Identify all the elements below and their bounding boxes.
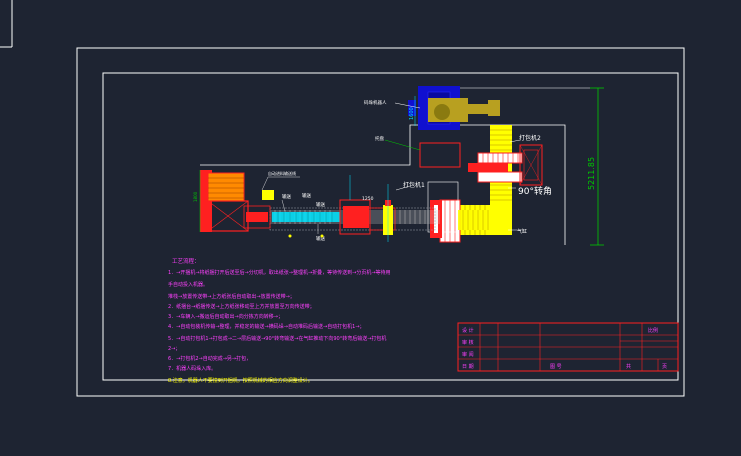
robot-label-group: 码垛机器人 1600	[364, 96, 421, 126]
sub-label-4: 输送	[316, 235, 325, 242]
unwinding-machine: 1800	[193, 170, 274, 232]
notes-line-1: 1．→开捆机→将纸捆打开后送至后→分切机，取出纸张→整理机→折叠，等待传送到→分…	[168, 269, 391, 276]
outer-sheet-border	[76, 47, 685, 397]
wrapper-1: 打包机1	[395, 181, 459, 238]
robot-label: 码垛机器人	[364, 99, 387, 106]
tb-drawing-no-label: 图 号	[550, 364, 562, 370]
notes-line-7: 5．→自动打包机1→打包成→二→层后输送→90°转弯输送→在气缸推动下向90°转…	[168, 335, 386, 342]
tb-row3-label: 审 阅	[462, 351, 474, 358]
notes-line-4: 2．纸捆台→纸捆传送→上方纸张移动至上方并放置至万向传送带；	[168, 303, 315, 310]
viewport-corner-marker	[0, 0, 13, 48]
pallet-area: 托盘	[375, 135, 461, 168]
conveyor-label: 自动进料输送线	[268, 170, 296, 176]
gas-cylinder-label: 气缸	[517, 228, 527, 235]
dimension-vertical-big: 5211.85	[587, 87, 604, 246]
notes-line-6: 4．→自动包装机传输→整理，并稳定的输送→横码垛→自动堆码后输送→自动打包机1→…	[168, 323, 365, 330]
inner-drawing-frame	[102, 72, 679, 381]
packer-2: 打包机2 90°转角	[468, 125, 552, 205]
notes-line-9: 6．→打包机2→自动完成→另→打包，	[168, 355, 251, 362]
notes-line-10: 7．机器人码垛入库。	[168, 365, 216, 372]
title-block: 设 计 审 核 审 阅 日 期 比例 图 号 共 页	[457, 322, 679, 372]
notes-line-2: 手自动投入机器。	[168, 281, 208, 288]
pallet-label: 托盘	[375, 135, 384, 142]
sub-label-2: 输送	[302, 192, 311, 199]
tb-page-label: 页	[662, 364, 667, 370]
overall-outline	[200, 124, 566, 245]
tb-scale-label: 比例	[648, 327, 658, 334]
layout-schematic: 5211.85 码垛机器人 1600 托盘	[193, 86, 604, 246]
turn90-label: 90°转角	[518, 185, 552, 197]
dim-big-text: 5211.85	[587, 157, 596, 190]
output-conveyor	[458, 210, 492, 230]
robot-dim-label: 1600	[409, 107, 415, 120]
notes-title: 工艺流程：	[172, 257, 200, 265]
sub-label-1: 输送	[282, 193, 291, 200]
tb-row2-label: 审 核	[462, 339, 474, 346]
conveyor-annotations: 自动进料输送线 输送 输送 输送 输送 1250	[261, 170, 374, 242]
left-dim-label: 1800	[193, 191, 198, 202]
notes-line-5: 3．→车辆入→搬运后自动取出→向分拣方向转移→；	[168, 313, 283, 320]
notes-line-8: 2→；	[168, 346, 180, 352]
packer2-label: 打包机2	[519, 134, 541, 142]
process-notes: 工艺流程： 1．→开捆机→将纸捆打开后送至后→分切机，取出纸张→整理机→折叠，等…	[168, 257, 391, 384]
main-conveyor	[269, 175, 440, 242]
notes-line-3: 堆栈→放置传送带→上方纸张后自动取出→放置传送带→；	[168, 293, 295, 300]
tb-total-label: 共	[626, 363, 631, 370]
palletizing-robot	[408, 86, 500, 130]
notes-line-11: 8.注意，机器人不要撞到开捆机，按照机械的相应方向调整设计。	[168, 377, 313, 384]
wrapper1-label: 打包机1	[403, 181, 425, 189]
sub-label-5: 1250	[362, 196, 374, 202]
sub-label-3: 输送	[316, 201, 325, 208]
tb-row1-label: 设 计	[462, 327, 474, 334]
tb-row4-label: 日 期	[462, 364, 474, 370]
